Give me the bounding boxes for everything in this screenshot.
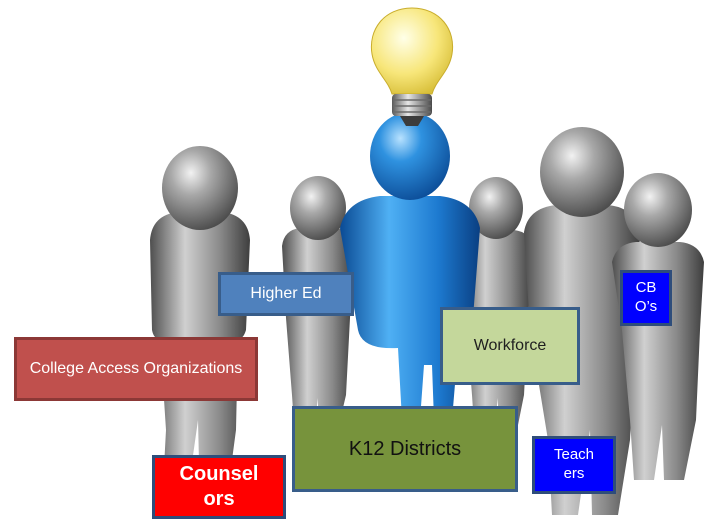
college-access-organizations-label: College Access Organizations [14,337,258,401]
person-figure-icon [150,146,250,505]
higher-ed-label: Higher Ed [218,272,354,316]
teachers-label: Teachers [532,436,616,494]
cbos-label: CBO’s [620,270,672,326]
workforce-label: Workforce [440,307,580,385]
counselors-label: Counselors [152,455,286,519]
k12-districts-label: K12 Districts [292,406,518,492]
lightbulb-icon [370,7,454,126]
